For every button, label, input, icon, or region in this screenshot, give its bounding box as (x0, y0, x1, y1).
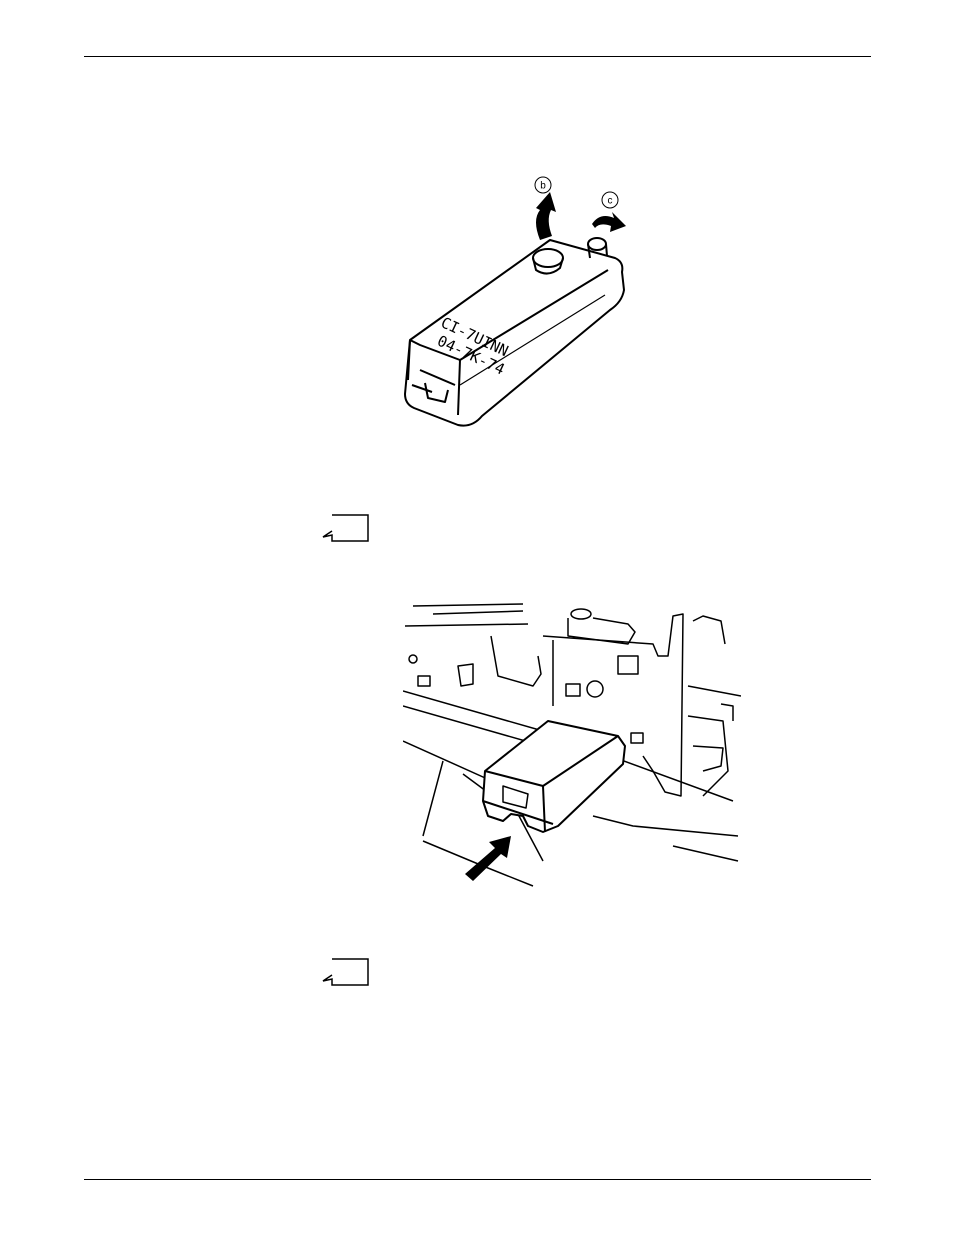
cartridge-insertion-illustration (403, 596, 741, 896)
cartridge-label: CI-7UINN 04-7K-74 (434, 313, 511, 378)
cartridge-removal-illustration: CI-7UINN 04-7K-74 b c (400, 170, 640, 435)
header-rule (84, 56, 871, 57)
callout-b: b (540, 181, 546, 192)
callout-c: c (608, 196, 613, 207)
note-icon (320, 513, 370, 543)
note-icon (320, 957, 370, 987)
footer-rule (84, 1179, 871, 1180)
